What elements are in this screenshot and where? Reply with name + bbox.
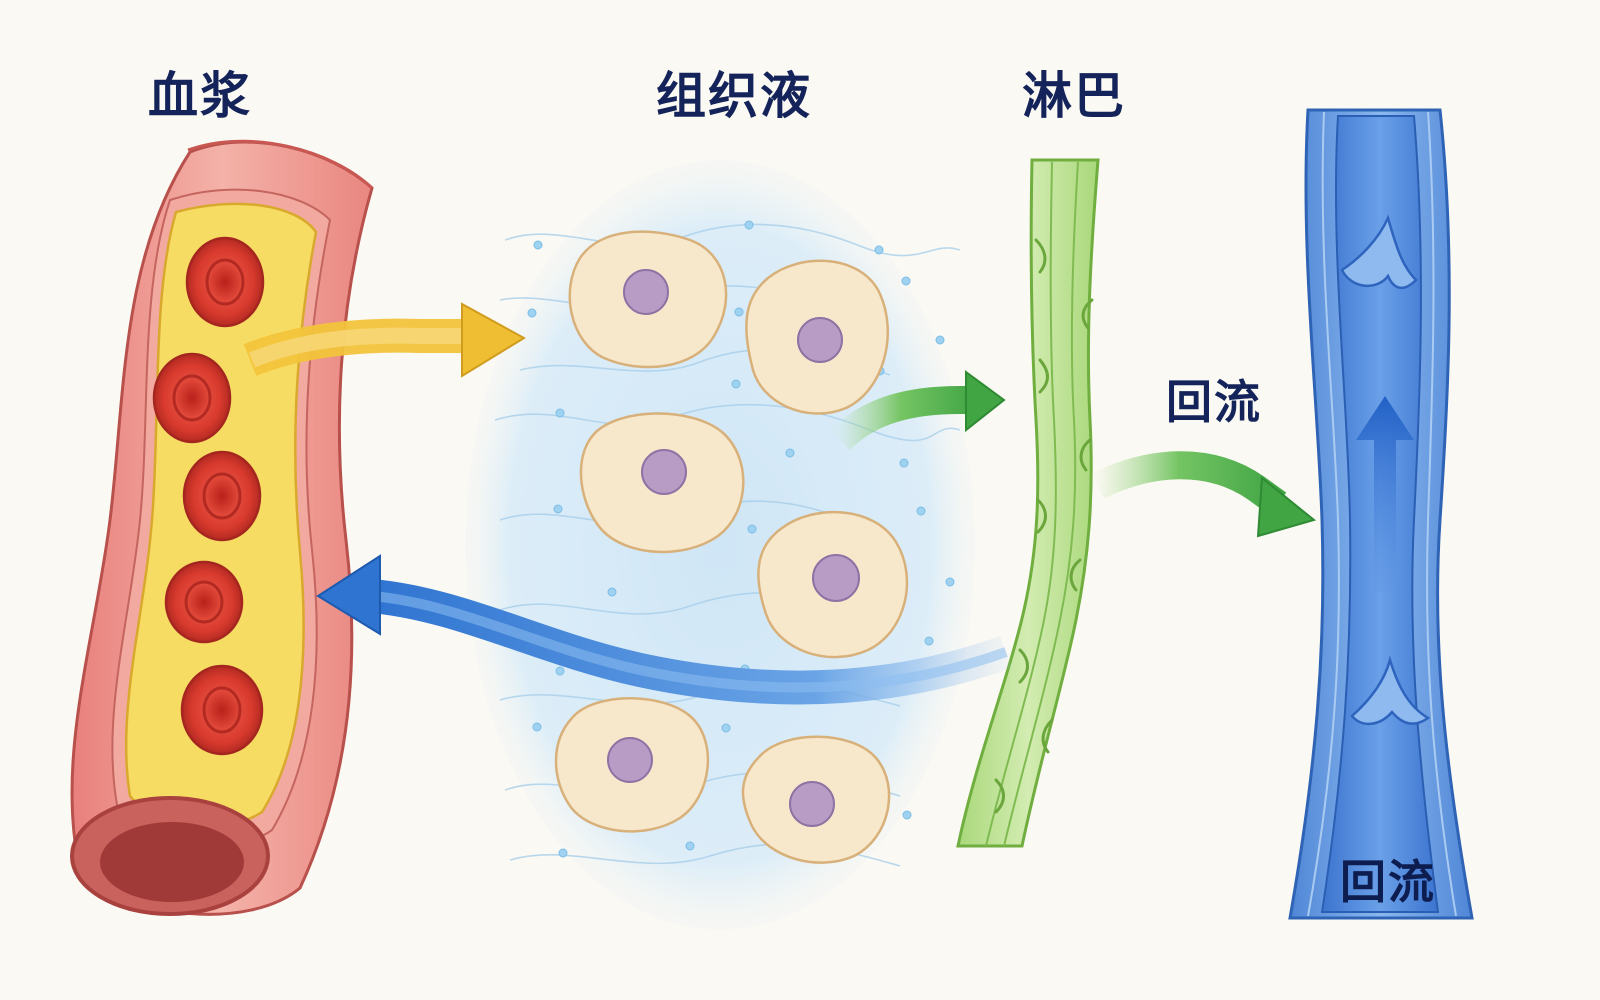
tissue-cell-6 (741, 735, 891, 864)
cell-nucleus (607, 737, 653, 783)
cell-nucleus (641, 449, 687, 495)
vein-return-flow-label: 回流 (1340, 855, 1436, 909)
cell-nucleus (797, 317, 843, 363)
lymph-vessel-body (956, 158, 1100, 848)
vessel-top-rim (187, 139, 374, 190)
arrow-plasma-to-tissue (243, 302, 526, 378)
return-flow-label: 回流 (1166, 375, 1262, 429)
tissue-fluid-label: 组织液 (656, 67, 812, 125)
cell-nucleus (623, 269, 669, 315)
red-blood-cell (182, 450, 262, 542)
arrow-lymph-to-vein (1091, 451, 1317, 538)
lymph-label: 淋巴 (1022, 67, 1126, 125)
lymph-valves (994, 238, 1094, 814)
vein-valve-lower (1350, 655, 1431, 725)
cell-nucleus (789, 781, 835, 827)
arrow-tissue-to-plasma (316, 554, 1012, 705)
cell-nucleus (812, 554, 860, 602)
lymph-vessel (956, 158, 1100, 848)
red-blood-cell (180, 664, 264, 756)
red-blood-cell (152, 352, 232, 444)
tissue-cell-1 (568, 230, 728, 369)
vessel-opening-inner (100, 822, 244, 902)
vein-valve-upper (1340, 214, 1418, 289)
tissue-cell-4 (757, 510, 909, 659)
vein-flow-arrow (1356, 396, 1414, 592)
red-blood-cell (185, 236, 265, 328)
arrow-tissue-to-lymph (830, 370, 1006, 451)
tissue-fluid-region (465, 160, 975, 930)
tissue-cell-5 (554, 697, 710, 833)
vein (1288, 108, 1474, 920)
blood-vessel (70, 139, 374, 916)
tissue-cell-2 (745, 259, 889, 415)
red-blood-cell (164, 560, 244, 644)
tissue-cell-3 (579, 412, 745, 554)
plasma-label: 血浆 (148, 67, 252, 125)
